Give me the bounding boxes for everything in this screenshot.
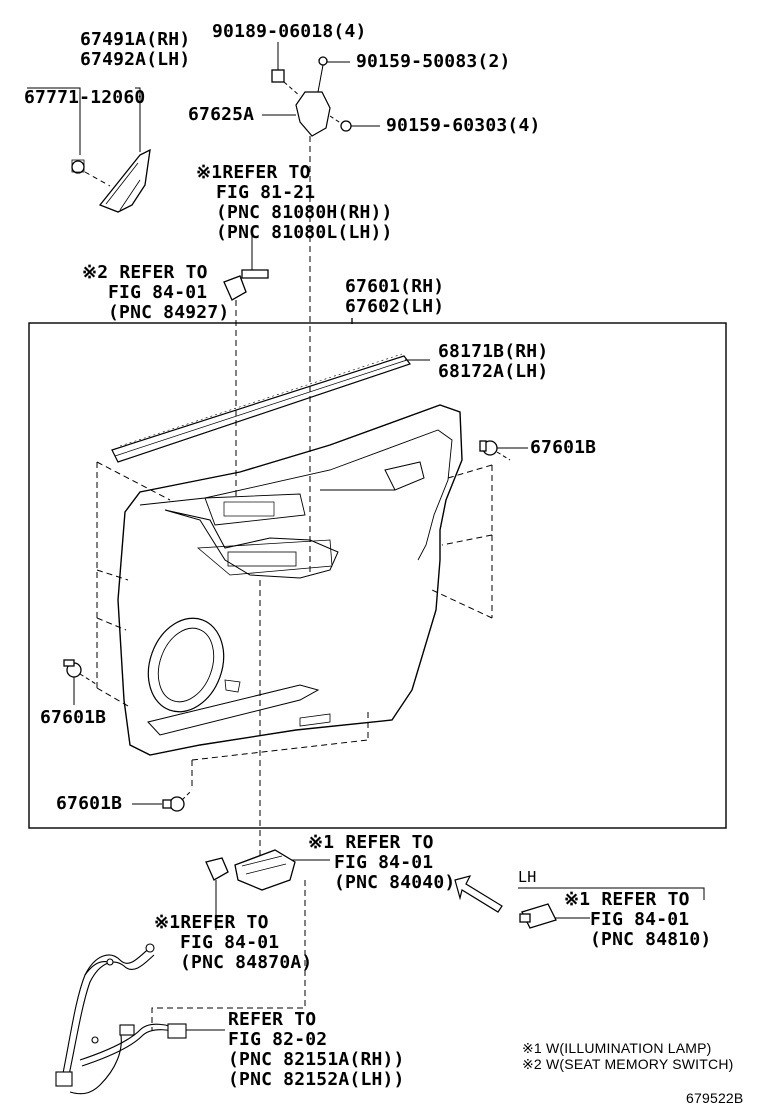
- part-67601b-right-label: 67601B: [530, 437, 597, 458]
- part-67491-rh: 67491A(RH): [80, 29, 191, 50]
- wire-harness: [55, 943, 225, 1095]
- ref-pnc-84870a: ※1REFER TO FIG 84-01 (PNC 84870A): [154, 913, 312, 973]
- ref-pnc-84810: ※1 REFER TO FIG 84-01 (PNC 84810): [564, 890, 711, 950]
- part-67601b-bottom-label: 67601B: [56, 793, 123, 814]
- triangle-trim-part: [98, 148, 151, 213]
- note-seat-memory: ※2 W(SEAT MEMORY SWITCH): [522, 1056, 734, 1072]
- ref-84870-line1: ※1REFER TO: [154, 912, 269, 933]
- ref-84810-line2: FIG 84-01: [590, 909, 690, 930]
- ref-84870-line3: (PNC 84870A): [180, 952, 313, 973]
- ref-84927-line3: (PNC 84927): [108, 302, 230, 323]
- part-67601b-left-label: 67601B: [40, 707, 107, 728]
- ref-84927-line2: FIG 84-01: [108, 282, 208, 303]
- clip-67601b-left: [63, 659, 97, 705]
- door-panel: [117, 404, 463, 756]
- part-68171b-label: 68171B(RH) 68172A(LH): [438, 342, 548, 382]
- power-window-switch: [234, 849, 330, 891]
- part-90189-label: 90189-06018(4): [212, 21, 367, 42]
- ref-82-02-line1: REFER TO: [228, 1009, 317, 1030]
- figure-id: 679522B: [686, 1090, 744, 1106]
- ref-84810-line1: ※1 REFER TO: [564, 889, 690, 910]
- clip-67601b-bottom: [132, 789, 193, 812]
- assembly-box: [28, 322, 727, 829]
- clip-67601b-right: [479, 440, 528, 461]
- part-68171b-rh: 68171B(RH): [438, 341, 549, 362]
- direction-arrow: [454, 875, 503, 913]
- ref-fig-81-21: ※1REFER TO FIG 81-21 (PNC 81080H(RH)) (P…: [196, 163, 393, 243]
- part-67771-label: 67771-12060: [24, 87, 146, 108]
- ref-fig-82-02: REFER TO FIG 82-02 (PNC 82151A(RH)) (PNC…: [228, 1010, 405, 1090]
- ref-82-02-line3: (PNC 82151A(RH)): [228, 1049, 405, 1070]
- lh-label: LH: [518, 868, 537, 886]
- ref-84040-line1: ※1 REFER TO: [308, 832, 434, 853]
- ref-82-02-line2: FIG 82-02: [228, 1029, 328, 1050]
- ref-81-21-line4: (PNC 81080L(LH)): [216, 222, 393, 243]
- ref-84927-line1: ※2 REFER TO: [82, 262, 208, 283]
- part-67625a-label: 67625A: [188, 104, 255, 125]
- ref-81-21-line2: FIG 81-21: [216, 182, 316, 203]
- weatherstrip-68171b: [111, 353, 430, 463]
- ref-81-21-line3: (PNC 81080H(RH)): [216, 202, 393, 223]
- ref-84870-line2: FIG 84-01: [180, 932, 280, 953]
- note-illumination: ※1 W(ILLUMINATION LAMP): [522, 1040, 712, 1056]
- part-67602-lh: 67602(LH): [345, 296, 445, 317]
- ref-84810-line3: (PNC 84810): [590, 929, 712, 950]
- bracket-67625a: [262, 42, 380, 137]
- part-67601-rh: 67601(RH): [345, 276, 445, 297]
- lh-switch-part: [518, 887, 705, 929]
- ref-84040-line3: (PNC 84040): [334, 872, 456, 893]
- ref-81-21-line1: ※1REFER TO: [196, 162, 311, 183]
- part-67601-label: 67601(RH) 67602(LH): [345, 277, 444, 317]
- part-68172a-lh: 68172A(LH): [438, 361, 549, 382]
- illumination-lamp-part: [205, 857, 229, 930]
- ref-pnc-84040: ※1 REFER TO FIG 84-01 (PNC 84040): [308, 833, 455, 893]
- footnotes: ※1 W(ILLUMINATION LAMP) ※2 W(SEAT MEMORY…: [522, 1040, 734, 1072]
- memory-switch-part: [223, 236, 269, 500]
- ref-pnc-84927: ※2 REFER TO FIG 84-01 (PNC 84927): [82, 263, 229, 323]
- part-67491-label: 67491A(RH) 67492A(LH): [80, 30, 190, 70]
- ref-84040-line2: FIG 84-01: [334, 852, 434, 873]
- part-90159-50083-label: 90159-50083(2): [356, 51, 511, 72]
- part-67492-lh: 67492A(LH): [80, 49, 191, 70]
- clip-67771: [71, 159, 111, 187]
- mounting-dashed-lines: [96, 461, 493, 860]
- ref-82-02-line4: (PNC 82152A(LH)): [228, 1069, 405, 1090]
- part-90159-60303-label: 90159-60303(4): [386, 115, 541, 136]
